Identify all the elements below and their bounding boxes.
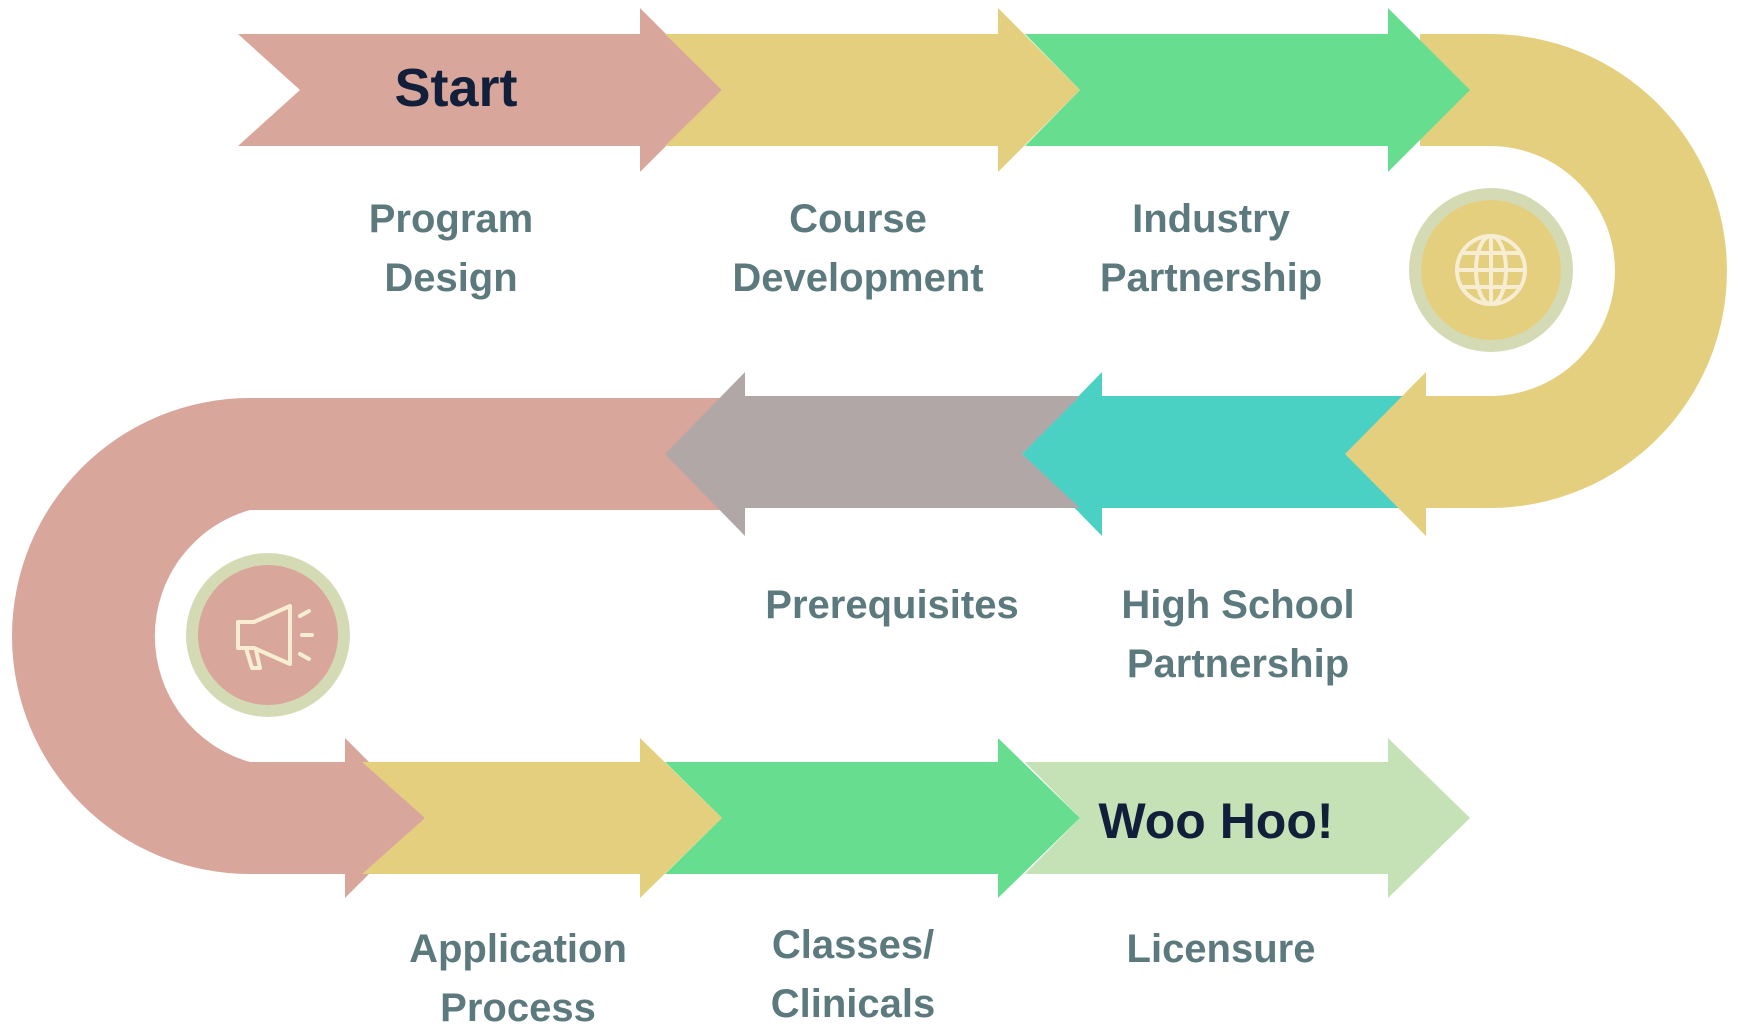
left-u-turn-curve bbox=[12, 398, 720, 874]
step-label-line: Development bbox=[732, 256, 983, 300]
step-label-line: Classes/ bbox=[772, 923, 934, 967]
step-label-line: Partnership bbox=[1127, 642, 1349, 686]
end-label: Woo Hoo! bbox=[1098, 793, 1333, 849]
megaphone-icon bbox=[236, 604, 314, 670]
step-label-line: Design bbox=[384, 256, 517, 300]
megaphone-circle bbox=[198, 565, 338, 705]
industry-partnership-arrow bbox=[1025, 8, 1470, 172]
globe-icon bbox=[1455, 234, 1527, 306]
step-label-line: Licensure bbox=[1127, 927, 1316, 971]
step-label-prerequisites: Prerequisites bbox=[765, 583, 1018, 627]
step-label-line: Prerequisites bbox=[765, 583, 1018, 627]
step-label-line: Industry bbox=[1132, 197, 1291, 241]
prerequisites-arrow bbox=[665, 372, 1080, 536]
step-label-line: High School bbox=[1121, 583, 1354, 627]
globe-badge bbox=[1409, 188, 1573, 352]
step-label-line: Process bbox=[440, 986, 596, 1029]
step-label-line: Application bbox=[409, 927, 627, 971]
step-label-line: Partnership bbox=[1100, 256, 1322, 300]
right-curve-arrowhead bbox=[1345, 372, 1440, 536]
high-school-partnership-arrow bbox=[1022, 372, 1402, 536]
course-development-arrow bbox=[665, 8, 1080, 172]
classes-clinicals-arrow bbox=[665, 738, 1080, 898]
step-label-line: Clinicals bbox=[771, 982, 936, 1026]
application-process-arrow bbox=[362, 738, 722, 898]
licensure-arrow bbox=[1025, 738, 1470, 898]
start-label: Start bbox=[394, 58, 517, 118]
step-label-line: Course bbox=[789, 197, 927, 241]
step-label-licensure: Licensure bbox=[1127, 927, 1316, 971]
megaphone-badge bbox=[186, 553, 350, 717]
step-label-classes-clinicals: Classes/Clinicals bbox=[771, 923, 936, 1026]
step-label-line: Program bbox=[369, 197, 534, 241]
right-u-turn-curve bbox=[1400, 34, 1727, 508]
left-curve-arrowhead bbox=[330, 738, 425, 898]
program-design-arrow bbox=[238, 8, 722, 172]
